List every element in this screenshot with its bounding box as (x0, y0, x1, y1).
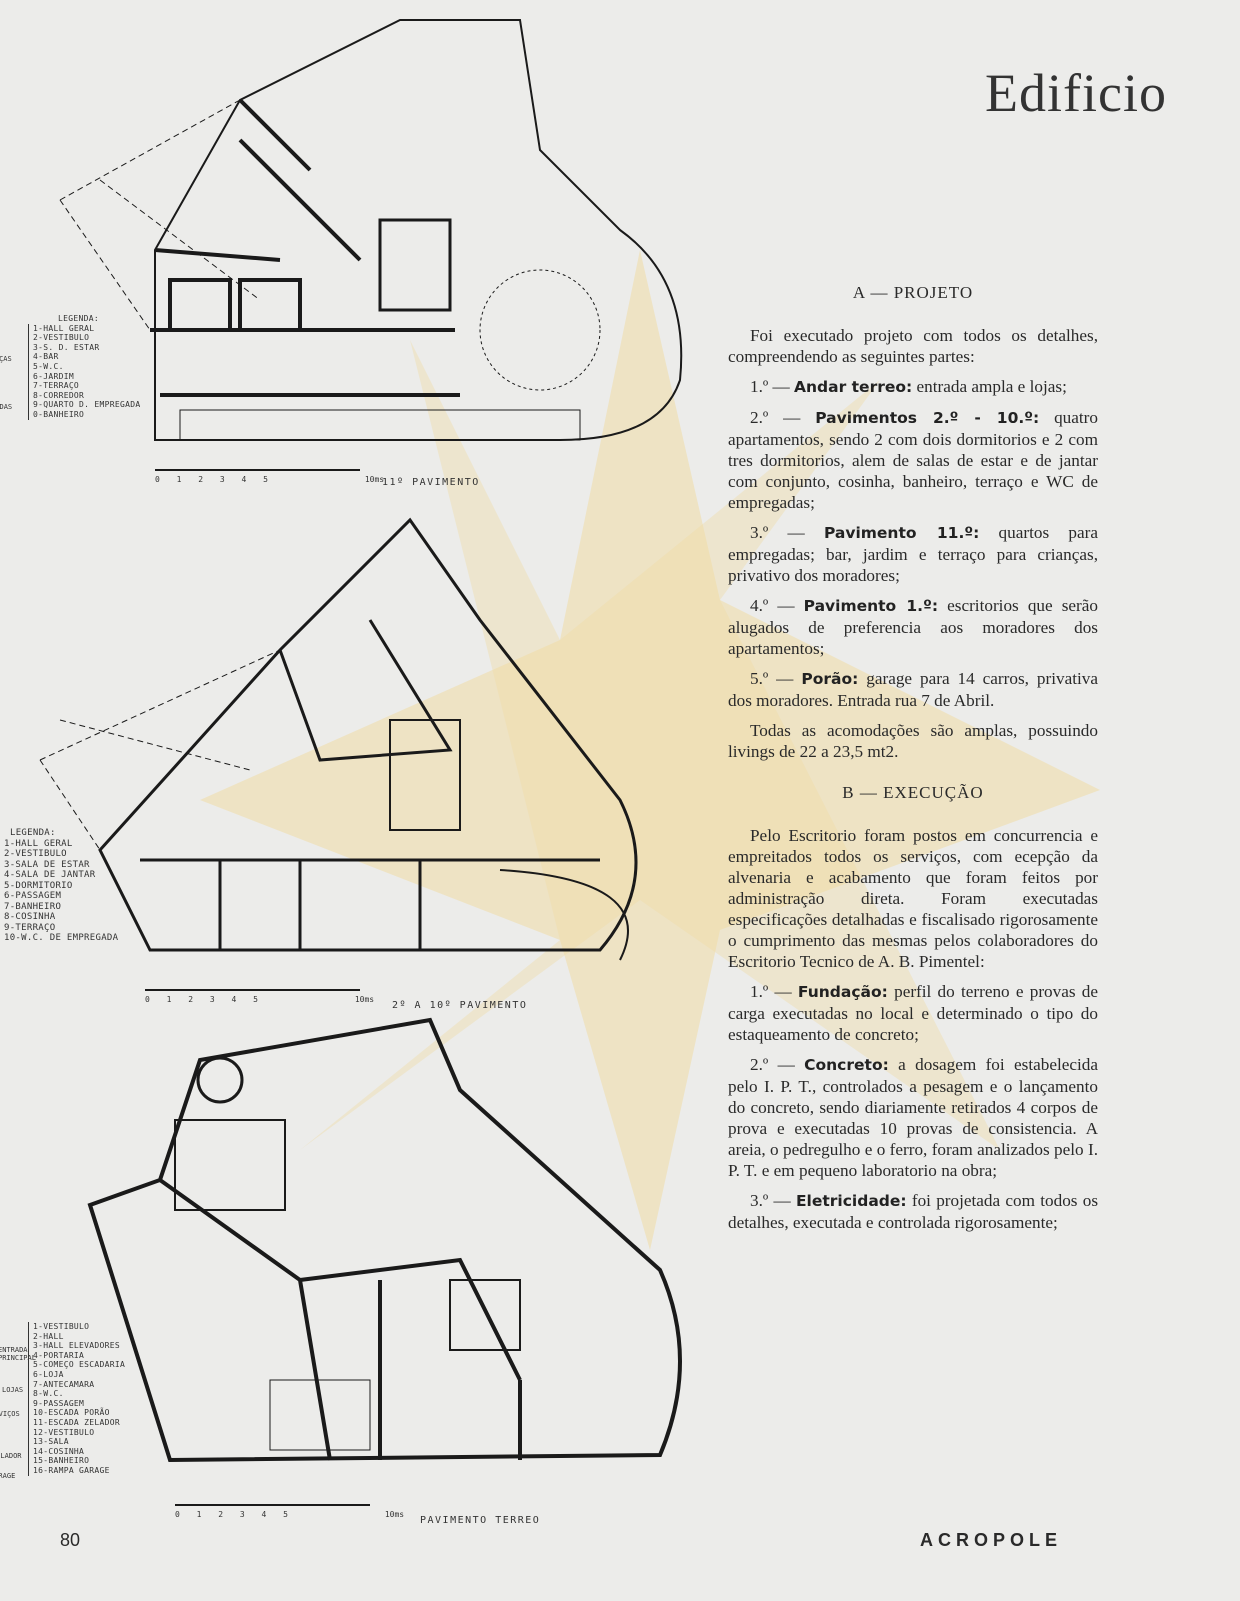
section-b-item: 2.º — Concreto: a dosagem foi estabeleci… (728, 1055, 1099, 1180)
page-title: Edificio (985, 63, 1167, 123)
side-label: ENTRADA PRINCIPAL (0, 1346, 36, 1362)
plan-label: PAVIMENTO TERREO (420, 1515, 541, 1526)
scale-bar: 0 1 2 3 4 5 10ms (155, 475, 385, 484)
section-a-item: 4.º — Pavimento 1.º: escritorios que ser… (728, 596, 1098, 658)
side-label: ZELADOR (0, 1452, 22, 1460)
magazine-name: ACROPOLE (920, 1530, 1063, 1550)
section-b-item: 1.º — Fundação: perfil do terreno e prov… (728, 982, 1099, 1044)
plan-label: 11º PAVIMENTO (382, 477, 480, 488)
plan-11-pavimento (59, 19, 683, 471)
section-a-closing: Todas as acomodações são amplas, possuin… (728, 721, 1098, 761)
page-number: 80 (60, 1530, 81, 1550)
section-a-heading: A — PROJETO (852, 283, 974, 302)
section-b-heading: B — EXECUÇÃO (842, 783, 984, 802)
section-b-item: 3.º — Eletricidade: foi projetada com to… (728, 1191, 1099, 1232)
plan-2-a-10-pavimento (39, 517, 638, 991)
side-label: EMPREGADAS (0, 403, 13, 411)
section-a-item: 1.º — Andar terreo: entrada ampla e loja… (750, 377, 1067, 396)
side-label: GARAGE (0, 1472, 16, 1480)
section-a-item: 5.º — Porão: garage para 14 carros, priv… (728, 669, 1098, 710)
plan-pavimento-terreo (87, 1017, 682, 1506)
section-a-item: 2.º — Pavimentos 2.º - 10.º: quatro apar… (728, 408, 1098, 512)
section-b-intro: Pelo Escritorio foram postos em concurre… (728, 826, 1098, 971)
scale-bar: 0 1 2 3 4 5 10ms (175, 1510, 405, 1519)
section-a-intro: Foi executado projeto com todos os detal… (728, 326, 1098, 366)
scale-bar: 0 1 2 3 4 5 10ms (145, 995, 375, 1004)
article-column: A — PROJETO Foi executado projeto com to… (728, 262, 1098, 1242)
section-a-item: 3.º — Pavimento 11.º: quartos para empre… (728, 523, 1098, 585)
side-label: LOJAS (2, 1386, 24, 1394)
plan-label: 2º A 10º PAVIMENTO (392, 1000, 528, 1011)
side-label: SERVIÇOS (0, 1410, 20, 1418)
side-label: CRIANÇAS (0, 355, 12, 363)
